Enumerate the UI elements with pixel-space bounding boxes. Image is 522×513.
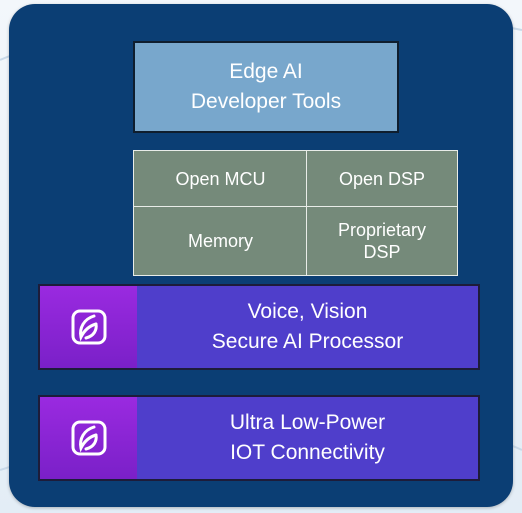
proprietary-dsp-block: Proprietary DSP <box>306 206 458 276</box>
architecture-panel: Edge AI Developer Tools Open MCU Open DS… <box>9 4 513 507</box>
ai-processor-label: Voice, Vision Secure AI Processor <box>211 300 404 353</box>
developer-tools-block: Edge AI Developer Tools <box>133 41 399 133</box>
ai-processor-row: Voice, Vision Secure AI Processor <box>38 284 480 370</box>
iot-connectivity-row: Ultra Low-Power IOT Connectivity <box>38 395 480 481</box>
memory-block: Memory <box>133 206 308 276</box>
ai-processor-icon-tile <box>40 286 137 368</box>
open-mcu-block: Open MCU <box>133 150 308 208</box>
open-dsp-block: Open DSP <box>306 150 458 208</box>
logo-icon <box>71 420 106 456</box>
iot-connectivity-icon-tile <box>40 397 137 479</box>
logo-icon <box>71 309 106 345</box>
iot-connectivity-label: Ultra Low-Power IOT Connectivity <box>229 411 386 464</box>
